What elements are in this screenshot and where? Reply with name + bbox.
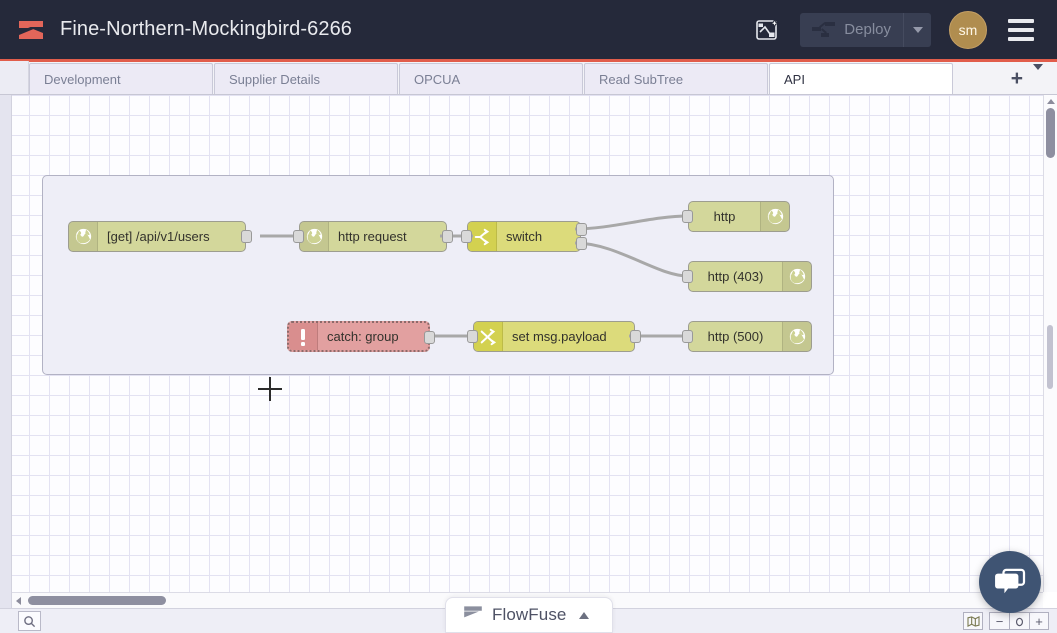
chevron-up-icon — [578, 611, 589, 619]
node-label: catch: group — [327, 329, 399, 344]
node-input-port[interactable] — [682, 210, 693, 223]
workspace-left-gutter — [0, 95, 12, 633]
node-output-port-2[interactable] — [576, 237, 587, 250]
ai-flow-sparkle-icon[interactable] — [746, 9, 788, 51]
flow-canvas[interactable]: [get] /api/v1/users http request switch … — [12, 95, 1043, 592]
tab-read-subtree[interactable]: Read SubTree — [584, 63, 768, 94]
node-label: http (403) — [707, 269, 764, 284]
node-label: set msg.payload — [512, 329, 607, 344]
vertical-scroll-thumb-secondary[interactable] — [1047, 325, 1053, 389]
node-input-port[interactable] — [682, 270, 693, 283]
hamburger-menu-icon[interactable] — [1001, 10, 1041, 50]
node-input-port[interactable] — [467, 330, 478, 343]
zoom-in-button[interactable]: + — [1029, 612, 1049, 630]
node-output-port[interactable] — [241, 230, 252, 243]
menu-bar-3 — [1008, 36, 1034, 41]
vertical-scroll-thumb[interactable] — [1046, 108, 1055, 158]
zoom-out-button[interactable]: − — [989, 612, 1009, 630]
tab-bar-gutter — [0, 61, 29, 94]
tab-supplier-details[interactable]: Supplier Details — [214, 63, 398, 94]
page-title: Fine-Northern-Mockingbird-6266 — [60, 18, 353, 40]
node-http-response[interactable]: http — [682, 201, 790, 232]
node-label: http request — [338, 229, 407, 244]
tab-opcua[interactable]: OPCUA — [399, 63, 583, 94]
node-output-port-1[interactable] — [576, 223, 587, 236]
node-output-port[interactable] — [630, 330, 641, 343]
chevron-down-icon — [912, 26, 923, 33]
node-catch[interactable]: catch: group — [287, 321, 435, 352]
flowfuse-logo-icon — [462, 602, 484, 629]
node-http-request[interactable]: http request — [293, 221, 453, 252]
deploy-button[interactable]: Deploy — [800, 13, 903, 47]
globe-icon — [300, 222, 329, 251]
node-input-port[interactable] — [682, 330, 693, 343]
alert-icon — [289, 323, 318, 350]
globe-icon — [760, 202, 789, 231]
node-input-port[interactable] — [293, 230, 304, 243]
menu-bar-1 — [1008, 18, 1034, 23]
deploy-button-group[interactable]: Deploy — [800, 12, 931, 47]
node-switch[interactable]: switch — [461, 221, 587, 252]
deploy-nodes-icon — [812, 21, 836, 38]
app-header: Fine-Northern-Mockingbird-6266 De — [0, 0, 1057, 62]
header-actions: Deploy sm — [746, 9, 1057, 51]
node-label: [get] /api/v1/users — [107, 229, 210, 244]
scroll-up-arrow-icon[interactable] — [1047, 99, 1055, 104]
plus-icon[interactable]: + — [1010, 67, 1023, 90]
flow-tab-bar: Development Supplier Details OPCUA Read … — [0, 61, 1057, 95]
globe-icon — [69, 222, 98, 251]
node-http-response-403[interactable]: http (403) — [682, 261, 812, 292]
node-label: switch — [506, 229, 543, 244]
chevron-down-glyph — [1033, 63, 1043, 87]
map-icon[interactable] — [963, 612, 983, 630]
chat-bubbles-icon[interactable] — [979, 551, 1041, 613]
deploy-dropdown-button[interactable] — [903, 12, 931, 47]
zoom-reset-icon[interactable] — [1009, 612, 1029, 630]
change-icon — [474, 322, 503, 351]
node-label: http (500) — [707, 329, 764, 344]
switch-icon — [468, 222, 497, 251]
menu-bar-2 — [1008, 27, 1034, 32]
node-change[interactable]: set msg.payload — [467, 321, 641, 352]
globe-icon — [782, 322, 811, 351]
node-label: http — [713, 209, 736, 224]
vertical-scrollbar[interactable] — [1043, 95, 1057, 592]
node-http-response-500[interactable]: http (500) — [682, 321, 812, 352]
zoom-controls: − + — [989, 612, 1049, 630]
chevron-down-icon[interactable] — [1033, 63, 1043, 88]
flowfuse-logo-icon[interactable] — [16, 15, 46, 45]
tab-bar-actions: + — [992, 63, 1057, 94]
deploy-label: Deploy — [844, 21, 891, 38]
tab-development[interactable]: Development — [29, 63, 213, 94]
globe-icon — [782, 262, 811, 291]
avatar[interactable]: sm — [949, 10, 987, 49]
tab-api[interactable]: API — [769, 63, 953, 94]
flowfuse-label: FlowFuse — [492, 605, 567, 624]
canvas-view-controls: − + — [963, 612, 1057, 630]
scroll-left-arrow-icon[interactable] — [16, 597, 21, 605]
node-http-in[interactable]: [get] /api/v1/users — [68, 221, 252, 252]
node-input-port[interactable] — [461, 230, 472, 243]
magnifier-icon[interactable] — [18, 611, 41, 631]
flowfuse-status-pill[interactable]: FlowFuse — [445, 597, 613, 633]
node-output-port[interactable] — [442, 230, 453, 243]
node-output-port[interactable] — [424, 331, 435, 344]
crosshair-cursor — [258, 377, 282, 401]
horizontal-scroll-thumb[interactable] — [28, 596, 166, 605]
